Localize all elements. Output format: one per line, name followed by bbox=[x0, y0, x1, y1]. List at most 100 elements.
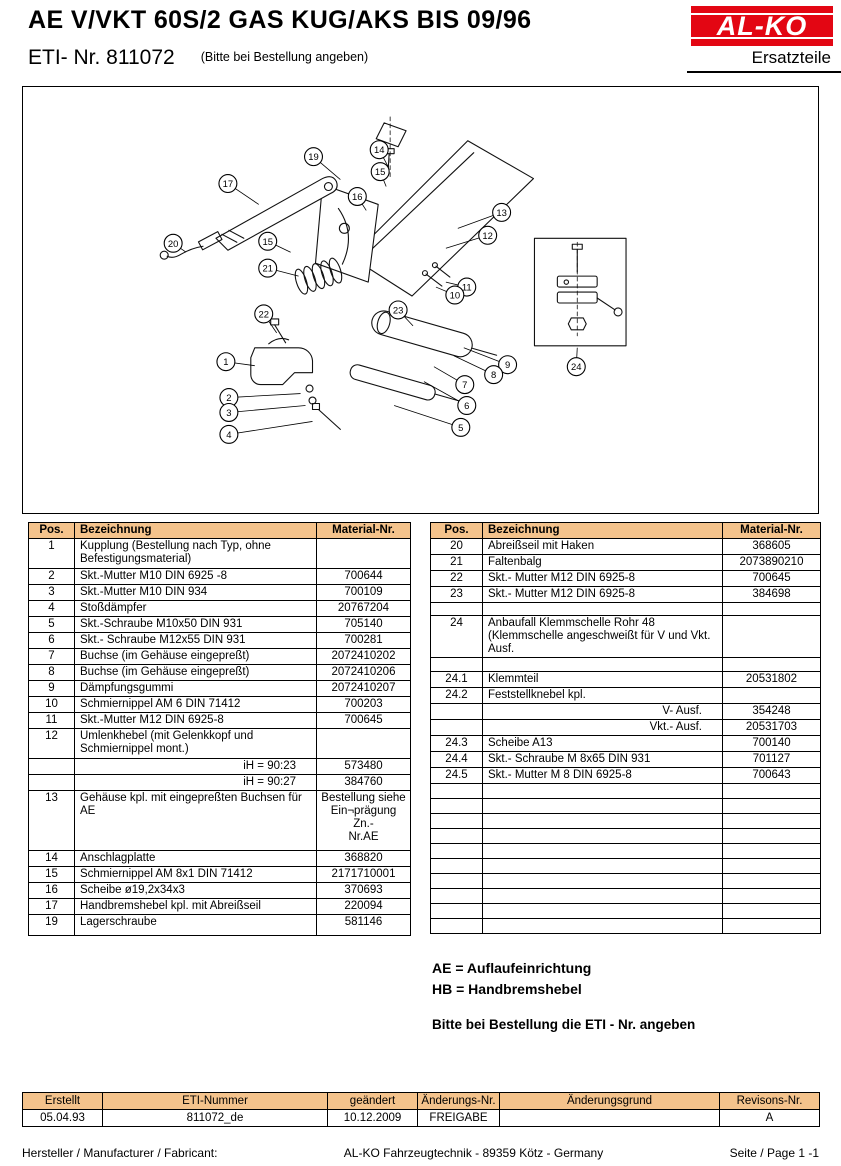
logo-stripe bbox=[691, 13, 833, 15]
material-number-cell: 573480 bbox=[316, 758, 411, 775]
pos-cell: 17 bbox=[28, 898, 75, 915]
material-number-cell: 700645 bbox=[316, 712, 411, 729]
table-row bbox=[430, 858, 821, 874]
svg-text:14: 14 bbox=[374, 145, 385, 156]
svg-text:9: 9 bbox=[505, 360, 510, 371]
svg-text:8: 8 bbox=[491, 370, 496, 381]
material-number-cell: 368605 bbox=[722, 538, 821, 555]
material-number-cell: 700644 bbox=[316, 568, 411, 585]
pos-cell bbox=[430, 602, 483, 616]
pos-cell: 16 bbox=[28, 882, 75, 899]
material-number-cell bbox=[722, 783, 821, 799]
revision-column-header: ETI-Nummer bbox=[102, 1092, 328, 1110]
description-cell: Gehäuse kpl. mit eingepreßten Buchsen fü… bbox=[74, 790, 317, 851]
eti-number: ETI- Nr. 811072 bbox=[28, 46, 175, 69]
svg-text:4: 4 bbox=[226, 430, 231, 441]
table-row bbox=[430, 783, 821, 799]
material-number-cell: 700645 bbox=[722, 570, 821, 587]
material-number-cell: 2073890210 bbox=[722, 554, 821, 571]
callout-24: 24 bbox=[566, 357, 586, 377]
svg-text:11: 11 bbox=[462, 283, 472, 294]
pos-cell: 7 bbox=[28, 648, 75, 665]
revision-value: A bbox=[719, 1109, 820, 1127]
material-number-cell bbox=[722, 828, 821, 844]
pos-cell: 24 bbox=[430, 615, 483, 658]
callout-15: 15 bbox=[258, 231, 278, 251]
description-cell: Umlenkhebel (mit Gelenkkopf und Schmiern… bbox=[74, 728, 317, 759]
svg-text:16: 16 bbox=[352, 192, 363, 203]
pos-cell: 13 bbox=[28, 790, 75, 851]
description-cell: Klemmteil bbox=[482, 671, 723, 688]
revision-value: 10.12.2009 bbox=[327, 1109, 418, 1127]
note-order: Bitte bei Bestellung die ETI - Nr. angeb… bbox=[432, 1017, 696, 1032]
pos-cell: 23 bbox=[430, 586, 483, 603]
description-cell: Buchse (im Gehäuse eingepreßt) bbox=[74, 648, 317, 665]
pos-cell: 21 bbox=[430, 554, 483, 571]
description-cell: iH = 90:23 bbox=[74, 758, 317, 775]
description-cell: Skt.-Mutter M10 DIN 6925 -8 bbox=[74, 568, 317, 585]
alko-logo: AL-KO bbox=[691, 6, 833, 46]
pos-cell: 8 bbox=[28, 664, 75, 681]
material-number-cell bbox=[722, 858, 821, 874]
pos-cell: 24.5 bbox=[430, 767, 483, 784]
callout-13: 13 bbox=[492, 202, 512, 222]
table-row bbox=[430, 813, 821, 829]
svg-text:15: 15 bbox=[375, 167, 386, 178]
revision-column-header: Erstellt bbox=[22, 1092, 103, 1110]
svg-text:6: 6 bbox=[464, 401, 469, 412]
description-cell: Faltenbalg bbox=[482, 554, 723, 571]
table-row: Vkt.- Ausf.20531703 bbox=[430, 719, 821, 736]
revision-column-header: Änderungsgrund bbox=[499, 1092, 720, 1110]
description-cell: Skt.- Mutter M12 DIN 6925-8 bbox=[482, 570, 723, 587]
description-cell bbox=[482, 798, 723, 814]
table-row bbox=[430, 657, 821, 672]
svg-text:5: 5 bbox=[458, 423, 463, 434]
pos-cell: 24.4 bbox=[430, 751, 483, 768]
description-cell: Skt.- Mutter M12 DIN 6925-8 bbox=[482, 586, 723, 603]
material-number-cell: 700109 bbox=[316, 584, 411, 601]
callout-14: 14 bbox=[369, 140, 389, 160]
pos-cell: 19 bbox=[28, 914, 75, 936]
svg-text:3: 3 bbox=[226, 408, 231, 419]
page-title: AE V/VKT 60S/2 GAS KUG/AKS BIS 09/96 bbox=[28, 6, 532, 34]
description-cell: Feststellknebel kpl. bbox=[482, 687, 723, 704]
pos-cell: 12 bbox=[28, 728, 75, 759]
material-number-cell bbox=[722, 615, 821, 658]
description-cell bbox=[482, 873, 723, 889]
material-number-cell: 370693 bbox=[316, 882, 411, 899]
logo-text: AL-KO bbox=[716, 10, 808, 41]
description-cell: Anbaufall Klemmschelle Rohr 48 (Klemmsch… bbox=[482, 615, 723, 658]
description-cell bbox=[482, 903, 723, 919]
revision-value bbox=[499, 1109, 720, 1127]
table-row bbox=[430, 828, 821, 844]
description-cell: Skt.-Mutter M12 DIN 6925-8 bbox=[74, 712, 317, 729]
material-number-cell bbox=[722, 657, 821, 672]
description-cell: Skt.-Schraube M10x50 DIN 931 bbox=[74, 616, 317, 633]
pos-cell: 11 bbox=[28, 712, 75, 729]
column-header: Pos. bbox=[430, 522, 483, 539]
description-cell bbox=[482, 657, 723, 672]
callout-20: 20 bbox=[163, 233, 183, 253]
pos-cell bbox=[430, 783, 483, 799]
pos-cell: 20 bbox=[430, 538, 483, 555]
callout-leader-line bbox=[228, 405, 306, 413]
pos-cell: 22 bbox=[430, 570, 483, 587]
material-number-cell bbox=[722, 813, 821, 829]
pos-cell bbox=[430, 828, 483, 844]
pos-cell bbox=[430, 843, 483, 859]
note-hb: HB = Handbremshebel bbox=[432, 981, 582, 997]
description-cell: Schmiernippel AM 6 DIN 71412 bbox=[74, 696, 317, 713]
